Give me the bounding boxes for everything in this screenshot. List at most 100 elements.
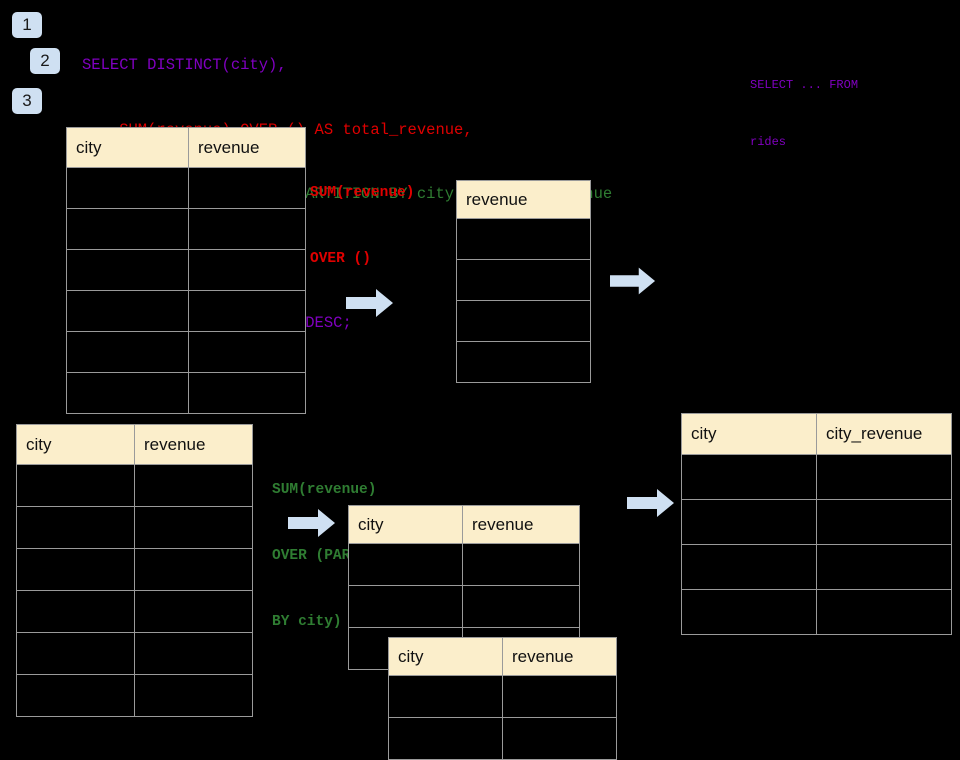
table-row bbox=[16, 674, 253, 717]
side-note-line-1: SELECT ... FROM bbox=[750, 78, 859, 92]
column-header: revenue bbox=[456, 180, 591, 219]
annotation-line-2: OVER () bbox=[310, 251, 371, 267]
table-cell bbox=[188, 167, 306, 209]
table-row bbox=[66, 208, 306, 250]
column-header: city bbox=[16, 424, 135, 465]
column-header: city_revenue bbox=[816, 413, 952, 455]
table-cell bbox=[188, 208, 306, 250]
table-cell bbox=[16, 632, 135, 675]
table-row bbox=[388, 675, 617, 718]
arrow-right-icon bbox=[610, 267, 656, 295]
table-cell bbox=[456, 300, 591, 342]
table-row bbox=[456, 300, 591, 342]
arrow-total-to-result bbox=[610, 266, 656, 296]
table-row bbox=[456, 259, 591, 301]
table-row bbox=[348, 585, 580, 628]
table-row bbox=[66, 167, 306, 209]
table-cell bbox=[66, 372, 189, 414]
column-header: revenue bbox=[502, 637, 617, 676]
total-revenue-table: revenue bbox=[456, 180, 591, 383]
table-cell bbox=[816, 544, 952, 590]
annotation-sum-over-empty: SUM(revenue) OVER () bbox=[310, 138, 414, 314]
table-cell bbox=[188, 331, 306, 373]
table-cell bbox=[681, 499, 817, 545]
column-header: revenue bbox=[188, 127, 306, 168]
step-badge-2: 2 bbox=[30, 48, 60, 74]
table-row bbox=[681, 454, 952, 500]
annotation-line-3: BY city) bbox=[272, 614, 342, 630]
table-cell bbox=[816, 499, 952, 545]
column-header: city bbox=[388, 637, 503, 676]
table-cell bbox=[502, 675, 617, 718]
table-cell bbox=[388, 675, 503, 718]
column-header: revenue bbox=[462, 505, 580, 544]
table-cell bbox=[134, 674, 253, 717]
table-cell bbox=[502, 717, 617, 760]
table-cell bbox=[462, 543, 580, 586]
side-note-select-from: SELECT ... FROM rides bbox=[750, 38, 858, 190]
arrow-source-to-partition bbox=[288, 508, 336, 538]
table-row bbox=[16, 506, 253, 549]
table-row bbox=[16, 632, 253, 675]
table-row bbox=[681, 589, 952, 635]
arrow-right-icon bbox=[346, 289, 393, 317]
arrow-right-icon bbox=[288, 509, 335, 537]
arrow-source-to-total bbox=[346, 288, 394, 318]
table-cell bbox=[16, 590, 135, 633]
table-cell bbox=[66, 249, 189, 291]
table-cell bbox=[134, 548, 253, 591]
table-cell bbox=[388, 717, 503, 760]
table-header-row: revenue bbox=[456, 180, 591, 219]
annotation-line-1: SUM(revenue) bbox=[272, 482, 377, 498]
table-cell bbox=[681, 589, 817, 635]
table-row bbox=[456, 341, 591, 383]
table-row bbox=[348, 543, 580, 586]
table-row bbox=[388, 717, 617, 760]
table-cell bbox=[134, 506, 253, 549]
table-cell bbox=[681, 544, 817, 590]
table-cell bbox=[348, 543, 463, 586]
column-header: city bbox=[348, 505, 463, 544]
step-badge-3: 3 bbox=[12, 88, 42, 114]
column-header: city bbox=[66, 127, 189, 168]
table-cell bbox=[188, 372, 306, 414]
table-row bbox=[681, 499, 952, 545]
table-row bbox=[66, 331, 306, 373]
column-header: revenue bbox=[134, 424, 253, 465]
annotation-line-1: SUM(revenue) bbox=[310, 185, 415, 201]
table-cell bbox=[16, 548, 135, 591]
table-cell bbox=[188, 290, 306, 332]
table-cell bbox=[456, 341, 591, 383]
table-row bbox=[66, 249, 306, 291]
table-cell bbox=[456, 259, 591, 301]
table-row bbox=[66, 372, 306, 414]
table-cell bbox=[188, 249, 306, 291]
table-cell bbox=[134, 464, 253, 507]
table-row bbox=[16, 548, 253, 591]
table-row bbox=[456, 218, 591, 260]
diagram-canvas: 1 2 3 SELECT DISTINCT(city), SUM(revenue… bbox=[12, 12, 952, 760]
table-cell bbox=[456, 218, 591, 260]
table-cell bbox=[16, 674, 135, 717]
table-row bbox=[16, 590, 253, 633]
arrow-partition-to-result bbox=[627, 488, 675, 518]
table-cell bbox=[66, 331, 189, 373]
side-note-line-2: rides bbox=[750, 135, 787, 149]
table-row bbox=[681, 544, 952, 590]
column-header: city bbox=[681, 413, 817, 455]
table-cell bbox=[66, 167, 189, 209]
table-cell bbox=[816, 454, 952, 500]
table-cell bbox=[16, 506, 135, 549]
table-row bbox=[16, 464, 253, 507]
table-cell bbox=[681, 454, 817, 500]
step-badge-1: 1 bbox=[12, 12, 42, 38]
